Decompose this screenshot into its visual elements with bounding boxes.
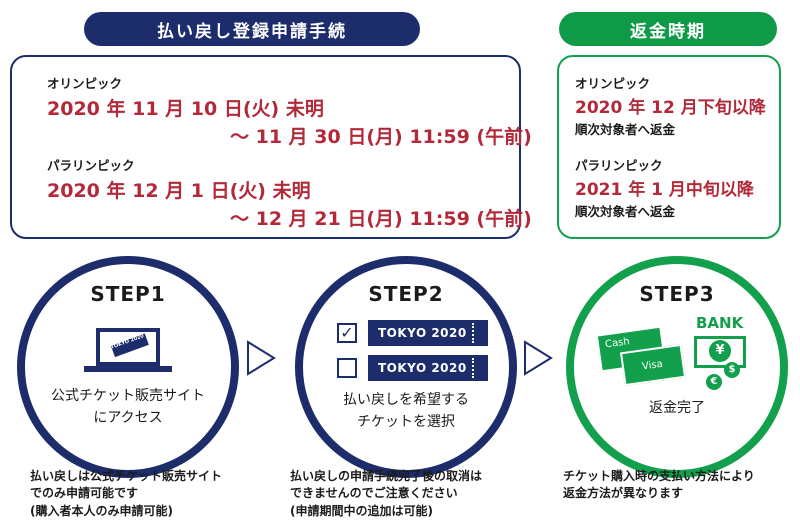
ticket-tokyo2020-1: TOKYO 2020 xyxy=(368,320,488,346)
step1-line2: にアクセス xyxy=(93,409,163,426)
step2-title: STEP2 xyxy=(368,282,444,306)
step2-note-line1: 払い戻しの申請手続完了後の取消は xyxy=(290,469,483,483)
bank-note-icon xyxy=(694,336,746,368)
checked-checkbox: ✓ xyxy=(337,323,357,343)
empty-checkbox xyxy=(337,358,357,378)
refund-paralympics-note: 順次対象者へ返金 xyxy=(575,204,676,219)
step2-line2: チケットを選択 xyxy=(357,413,455,430)
euro-coin-icon: € xyxy=(706,374,722,390)
refund-process-header: 払い戻し登録申請手続 xyxy=(84,12,420,46)
step3-description: 返金完了 xyxy=(574,398,780,420)
laptop-icon xyxy=(84,328,172,372)
step3-circle: STEP3 Cash Visa BANK ¥ € $ 返金完了 xyxy=(566,256,788,478)
step3-note-line2: 返金方法が異なります xyxy=(563,486,684,501)
olympics-label: オリンピック xyxy=(47,76,123,91)
step1-note-line3: (購入者本人のみ申請可能) xyxy=(30,503,173,518)
step3-note: チケット購入時の支払い方法により 返金方法が異なります xyxy=(563,468,755,503)
paralympics-end-date: ～ 12 月 21 日(月) 11:59 (午前) xyxy=(230,208,532,230)
step1-note: 払い戻しは公式チケット販売サイト でのみ申請可能です (購入者本人のみ申請可能) xyxy=(30,468,222,520)
refund-olympics-note: 順次対象者へ返金 xyxy=(575,122,676,137)
dollar-coin-icon: $ xyxy=(724,362,740,378)
arrow-icon xyxy=(524,340,553,376)
step1-note-line2: でのみ申請可能です xyxy=(30,486,139,501)
step2-description: 払い戻しを希望する チケットを選択 xyxy=(303,390,509,433)
step1-description: 公式チケット販売サイト にアクセス xyxy=(25,386,231,429)
step1-line1: 公式チケット販売サイト xyxy=(51,388,205,404)
arrow-icon xyxy=(247,340,276,376)
step1-circle: STEP1 TOKYO 2020 公式チケット販売サイト にアクセス xyxy=(17,256,239,478)
refund-paralympics-date: 2021 年 1 月中旬以降 xyxy=(575,180,754,200)
olympics-end-date: ～ 11 月 30 日(月) 11:59 (午前) xyxy=(230,126,532,148)
ticket-tokyo2020-2: TOKYO 2020 xyxy=(368,355,488,381)
step1-title: STEP1 xyxy=(90,282,166,306)
step2-note-line3: (申請期間中の追加は可能) xyxy=(290,503,433,518)
refund-olympics-date: 2020 年 12 月下旬以降 xyxy=(575,98,766,118)
step3-note-line1: チケット購入時の支払い方法により xyxy=(563,469,755,483)
refund-paralympics-label: パラリンピック xyxy=(575,158,663,173)
step2-note-line2: できませんのでご注意ください xyxy=(290,486,458,501)
step2-note: 払い戻しの申請手続完了後の取消は できませんのでご注意ください (申請期間中の追… xyxy=(290,468,482,520)
visa-card-icon: Visa xyxy=(619,343,687,387)
bank-label: BANK xyxy=(696,314,744,332)
step2-line1: 払い戻しを希望する xyxy=(343,392,469,408)
paralympics-start-date: 2020 年 12 月 1 日(火) 未明 xyxy=(47,180,311,202)
application-period-box: オリンピック 2020 年 11 月 10 日(火) 未明 ～ 11 月 30 … xyxy=(10,55,532,239)
refund-timing-header: 返金時期 xyxy=(559,12,777,46)
step3-line1: 返金完了 xyxy=(649,400,705,416)
refund-olympics-label: オリンピック xyxy=(575,76,651,91)
olympics-start-date: 2020 年 11 月 10 日(火) 未明 xyxy=(47,98,324,120)
step2-circle: STEP2 ✓ TOKYO 2020 TOKYO 2020 払い戻しを希望する … xyxy=(295,256,517,478)
step3-title: STEP3 xyxy=(639,282,715,306)
paralympics-label: パラリンピック xyxy=(47,158,135,173)
step1-note-line1: 払い戻しは公式チケット販売サイト xyxy=(30,469,223,483)
yen-icon: ¥ xyxy=(709,340,731,362)
refund-timing-box: オリンピック 2020 年 12 月下旬以降 順次対象者へ返金 パラリンピック … xyxy=(557,55,781,239)
